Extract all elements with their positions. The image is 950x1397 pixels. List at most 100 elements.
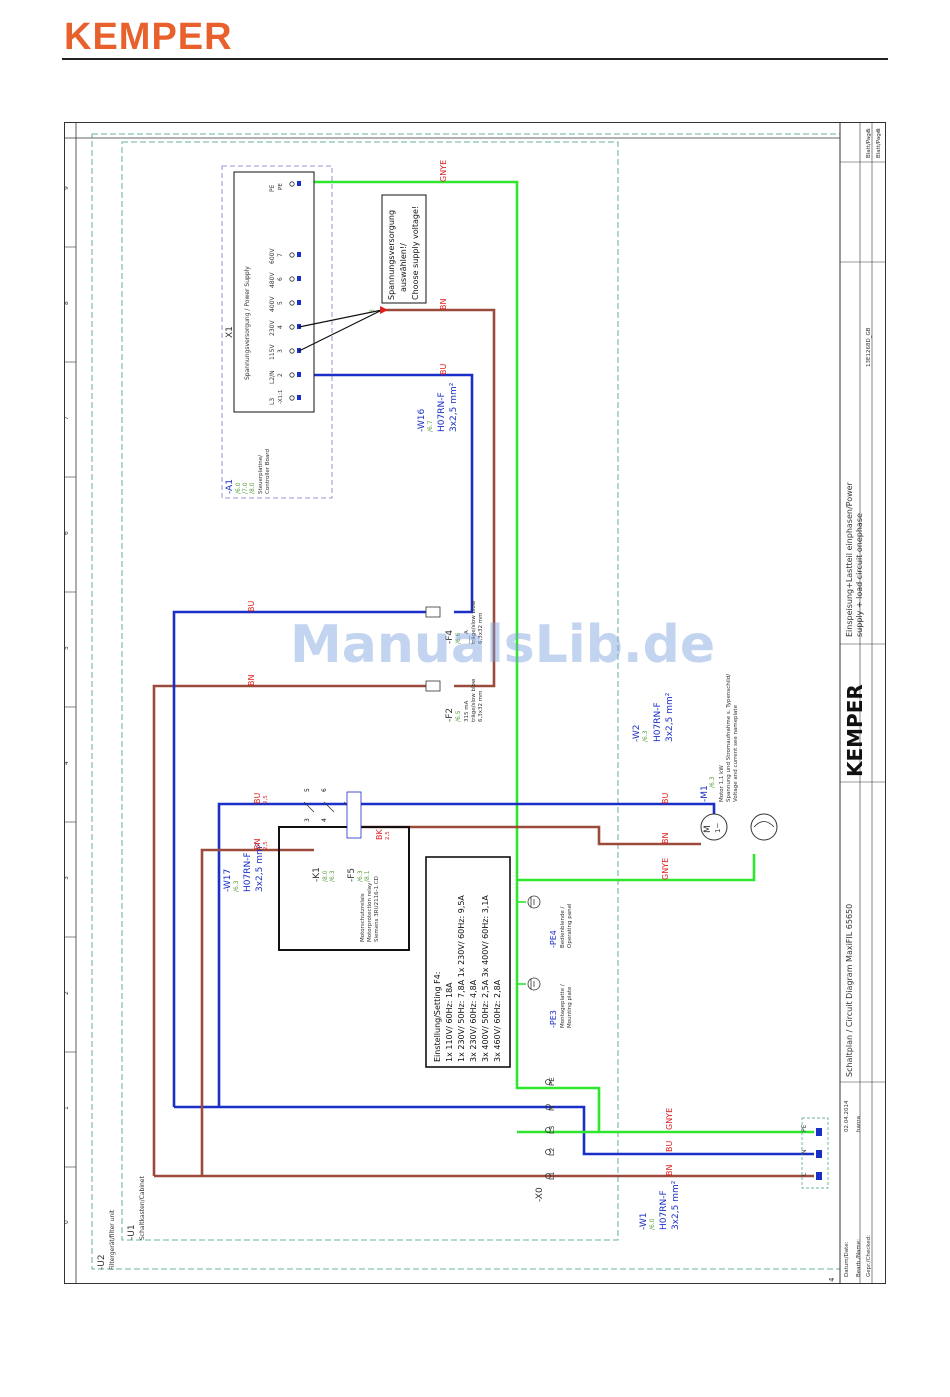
x1-pin8: 8	[369, 309, 376, 313]
x1-conn: -X1:1	[278, 390, 284, 404]
wire-bu-motor	[359, 802, 716, 817]
f5-desc: Motorschutzrelais	[360, 893, 366, 942]
x0-n: N	[548, 1106, 556, 1111]
col-label: 7	[64, 416, 70, 420]
a1-ref: /8.0	[249, 482, 256, 494]
col-label: 5	[64, 646, 70, 650]
x1-col: 600V	[269, 248, 276, 264]
a1-name: -A1	[225, 479, 235, 494]
f2-bn-label: BN	[247, 675, 256, 686]
selector-arrow	[380, 306, 388, 314]
a1-desc: Steuerplatine/	[258, 455, 264, 494]
w17-type: H07RN-F	[243, 852, 253, 892]
f5-ref: /8.1	[364, 870, 371, 882]
wire-pe-main	[297, 180, 601, 1132]
col-label: 8	[64, 301, 70, 305]
drawing-subtitle: Einspeisung+Lastteil einphasen/Power	[845, 481, 854, 637]
w16-size: 3x2,5 mm²	[449, 382, 459, 432]
f4-desc: ___ A	[464, 630, 470, 645]
w2-bn: BN	[661, 833, 670, 844]
gepr-label: Gepr./Checked:	[866, 1235, 872, 1277]
drawing-subtitle: supply + load circuit onephase	[855, 513, 864, 637]
w1-size: 3x2,5 mm²	[671, 1180, 681, 1230]
wire-bn-l1	[152, 684, 426, 1176]
selector-line	[298, 309, 383, 328]
col-label: 0	[64, 1220, 70, 1224]
f2-desc: 315 mA	[464, 700, 470, 722]
drawing-title: Schaltplan / Circuit Diagram MaxiFIL 656…	[845, 904, 854, 1077]
x0-pe: PE	[548, 1077, 556, 1086]
k1-ref: /6.3	[329, 870, 336, 882]
schematic-sheet: 0 1 2 3 4 5 6 7 8 9 -U2 Filtergerät/filt…	[63, 122, 886, 1284]
w17-name: -W17	[223, 869, 233, 892]
col-label: 3	[64, 876, 70, 880]
motor-m1: M 1~ -M1 /6.3 Motor 1,1 kW Spannung und …	[700, 674, 778, 841]
setting-row: 1x 110V/ 60Hz: 18A	[445, 982, 454, 1062]
setting-f4-box	[425, 856, 511, 1068]
w1-bn: BN	[665, 1165, 674, 1176]
motor-desc: Motor 1,1 kW	[719, 765, 725, 802]
w17-cs: 2,5	[263, 795, 269, 804]
fuse-f2: -F2 /6.5 315 mA träge/slow blow 6,3x32 m…	[425, 678, 484, 722]
x1-title: Spannungsversorgung / Power Supply	[244, 266, 251, 380]
x1-name: X1	[225, 326, 235, 338]
voltage-note: Spannungsversorgung	[387, 210, 396, 300]
blatt-value: 5	[866, 128, 872, 132]
wire-pe-motor	[517, 854, 756, 882]
col-label: 9	[64, 186, 70, 190]
x1-col: 480V	[269, 272, 276, 288]
f4-name: -F4	[445, 630, 455, 644]
schematic-svg: 0 1 2 3 4 5 6 7 8 9 -U2 Filtergerät/filt…	[63, 122, 886, 1284]
pe4-ground: -PE4 Bedienblende / Operating panel	[527, 895, 573, 948]
x1-num: 6	[277, 277, 284, 281]
a1-controller-box	[221, 165, 333, 499]
w16-gnye: GNYE	[439, 160, 448, 182]
title-brand: KEMPER	[843, 684, 867, 777]
k1-pin: 3	[304, 818, 311, 822]
w1-type: H07RN-F	[659, 1190, 669, 1230]
blatt2-value: 9	[876, 128, 882, 132]
w2-size: 3x2,5 mm²	[665, 692, 675, 742]
u1-boundary	[121, 141, 619, 1241]
w16-ref: /6.7	[427, 420, 434, 432]
x1-num: 3	[277, 349, 284, 353]
w2-name: -W2	[632, 724, 642, 742]
pe3-name: -PE3	[549, 1010, 558, 1028]
x0-name: -X0	[535, 1187, 545, 1202]
f5-ref: /6.3	[357, 870, 364, 882]
x1-col: L3	[269, 398, 276, 405]
pe4-desc: Bedienblende /	[560, 906, 566, 948]
f2-ref: /6.5	[455, 710, 462, 722]
x1-pe-pin: PE	[278, 183, 284, 190]
w1-gnye: GNYE	[665, 1108, 674, 1130]
w16-cable: -W16 /6.7 H07RN-F 3x2,5 mm² BU BN GNYE	[417, 160, 459, 432]
w2-bu: BU	[661, 793, 670, 804]
w17-bn: BN	[253, 839, 262, 850]
x1-num: 5	[277, 301, 284, 305]
w17-cable: -W17 /6.3 H07RN-F 3x2,5 mm² BU 2,5 BN 2,…	[223, 793, 391, 892]
setting-title: Einstellung/Setting F4:	[433, 971, 442, 1062]
pe3-ground: -PE3 Montageplatte / Mounting plate	[527, 977, 573, 1028]
x0-l1: L1	[548, 1172, 556, 1180]
f5-desc: Siemens 3RU2116-1.CD	[374, 876, 380, 942]
setting-row: 3x 230V/ 60Hz: 4,8A	[469, 979, 478, 1062]
motor-symbol: M	[703, 825, 713, 833]
pe3-desc: Mounting plate	[567, 986, 573, 1028]
f4-desc: träge/slow blow	[471, 600, 477, 644]
setting-row: 1x 230V/ 50Hz: 7,8A 1x 230V/ 60Hz: 9,5A	[457, 895, 466, 1062]
x1-num: 2	[277, 373, 284, 377]
a1-ref: /6.0	[235, 482, 242, 494]
w1-bu: BU	[665, 1141, 674, 1152]
x1-pins	[289, 181, 295, 401]
u1-name: -U1	[127, 1224, 137, 1240]
u2-desc: Filtergerät/filter unit	[109, 1209, 116, 1270]
blatt-label: Blatt/Page:	[866, 128, 872, 158]
header-rule	[62, 58, 888, 60]
selector-line	[298, 309, 383, 352]
w17-ref: /6.3	[233, 880, 240, 892]
x1-pe: PE	[269, 184, 276, 192]
w16-name: -W16	[417, 408, 427, 432]
u2-name: -U2	[97, 1254, 107, 1270]
fuse-f4: -F4 /6.6 ___ A träge/slow blow 6,3x32 mm	[425, 600, 484, 645]
setting-row: 3x 460V/ 60Hz: 2,8A	[493, 979, 502, 1062]
